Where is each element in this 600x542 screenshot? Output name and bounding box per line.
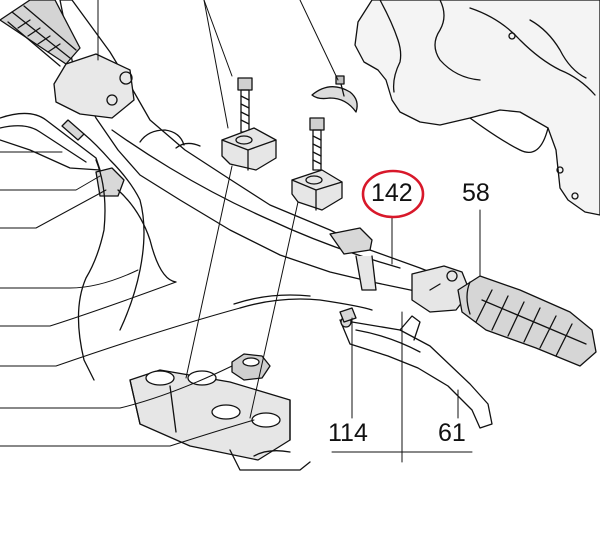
left-grip	[0, 0, 81, 67]
clamp-upper-right	[291, 169, 343, 211]
callout-58: 58	[462, 179, 490, 207]
clamp-bolt-right	[309, 117, 325, 171]
highlight-ring	[361, 169, 425, 219]
cables	[77, 133, 373, 381]
right-lever	[339, 307, 493, 429]
clamp-upper-left	[221, 127, 277, 171]
callout-142: 142	[371, 179, 413, 207]
callout-61: 61	[438, 419, 466, 447]
lower-triple-clamp	[129, 369, 311, 471]
clamp-bolt-left	[237, 77, 253, 133]
nut	[231, 353, 271, 381]
shim	[311, 75, 358, 113]
left-switch-housing	[53, 53, 135, 141]
right-grip	[457, 275, 597, 367]
callout-114: 114	[328, 419, 368, 447]
body-casting	[354, 0, 600, 216]
right-master-cylinder	[329, 227, 471, 313]
leader-lines	[0, 0, 481, 463]
